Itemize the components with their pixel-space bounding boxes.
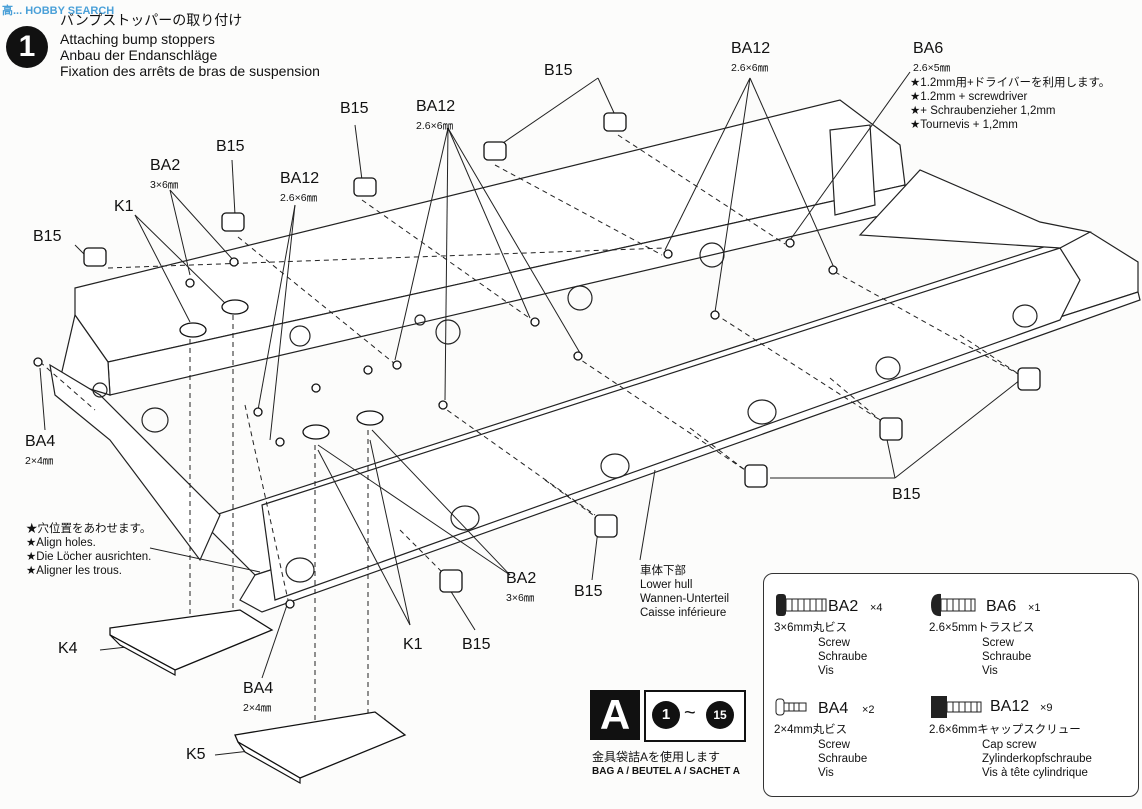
- legend-ba6-code: BA6: [986, 598, 1017, 615]
- title-en: Attaching bump stoppers: [60, 31, 215, 47]
- legend-ba4-qty: ×2: [862, 704, 875, 716]
- dim-ba12-left: 2.6×6㎜: [280, 192, 318, 204]
- legend-ba6-qty: ×1: [1028, 602, 1041, 614]
- legend-ba12-en: Cap screw: [982, 739, 1037, 751]
- lower-hull-fr: Caisse inférieure: [640, 607, 727, 619]
- bag-range-start: 1: [652, 701, 680, 729]
- label-ba2-top: BA2: [150, 157, 181, 174]
- legend-ba4-code: BA4: [818, 700, 849, 717]
- legend-ba12-de: Zylinderkopfschraube: [982, 753, 1092, 765]
- ba6-note-en: ★1.2mm + screwdriver: [910, 91, 1028, 103]
- step-number: 1: [6, 26, 48, 68]
- label-b15-right: B15: [892, 486, 921, 503]
- bag-range-end: 15: [706, 701, 734, 729]
- title-de: Anbau der Endanschläge: [60, 47, 218, 63]
- legend-ba4-fr: Vis: [818, 767, 834, 779]
- label-ba6: BA6: [913, 40, 944, 57]
- align-note-de: ★Die Löcher ausrichten.: [26, 551, 152, 563]
- bag-letter: A: [590, 690, 640, 740]
- legend-ba12-jp: 2.6×6mmキャップスクリュー: [929, 724, 1081, 736]
- screw-ba4-icon: [775, 698, 807, 716]
- label-b15-left: B15: [33, 228, 62, 245]
- label-ba12-left: BA12: [280, 170, 320, 187]
- title-fr: Fixation des arrêts de bras de suspensio…: [60, 63, 320, 79]
- legend-ba4-jp: 2×4mm丸ビス: [774, 724, 848, 736]
- ba6-note-jp: ★1.2mm用+ドライバーを利用します。: [910, 77, 1111, 89]
- label-k5: K5: [186, 746, 206, 763]
- legend-ba2-qty: ×4: [870, 602, 883, 614]
- label-b15-2: B15: [340, 100, 369, 117]
- label-ba12-mid: BA12: [416, 98, 456, 115]
- label-k1-bottom: K1: [403, 636, 423, 653]
- label-b15-bottom: B15: [462, 636, 491, 653]
- dim-ba12-top: 2.6×6㎜: [731, 62, 769, 74]
- label-k1-top: K1: [114, 198, 134, 215]
- legend-ba6-fr: Vis: [982, 665, 998, 677]
- label-ba2-bottom: BA2: [506, 570, 537, 587]
- ba6-note-de: ★+ Schraubenzieher 1,2mm: [910, 105, 1056, 117]
- screw-legend: BA2 ×4 3×6mm丸ビス Screw Schraube Vis BA6 ×…: [763, 573, 1139, 797]
- bag-range-tilde: ~: [684, 702, 696, 724]
- dim-ba4-bottom: 2×4㎜: [243, 702, 272, 714]
- title-jp: バンプストッパーの取り付け: [60, 12, 243, 28]
- legend-ba2-de: Schraube: [818, 651, 868, 663]
- legend-ba2-jp: 3×6mm丸ビス: [774, 622, 848, 634]
- dim-ba2-bottom: 3×6㎜: [506, 592, 535, 604]
- dim-ba6: 2.6×5㎜: [913, 62, 951, 74]
- align-note-en: ★Align holes.: [26, 537, 96, 549]
- align-note-fr: ★Aligner les trous.: [26, 565, 122, 577]
- dim-ba2-top: 3×6㎜: [150, 179, 179, 191]
- ba6-note-fr: ★Tournevis + 1,2mm: [910, 119, 1018, 131]
- dim-ba12-mid: 2.6×6㎜: [416, 120, 454, 132]
- label-ba4-left: BA4: [25, 433, 56, 450]
- bag-text-jp: 金具袋詰Aを使用します: [592, 750, 721, 764]
- lower-hull-de: Wannen-Unterteil: [640, 593, 730, 605]
- legend-ba2-code: BA2: [828, 598, 859, 615]
- label-ba4-bottom: BA4: [243, 680, 274, 697]
- bag-text-multi: BAG A / BEUTEL A / SACHET A: [592, 766, 740, 777]
- watermark: 高... HOBBY SEARCH: [2, 5, 115, 17]
- screw-ba2-icon: [776, 594, 827, 616]
- label-b15-top: B15: [544, 62, 573, 79]
- lower-hull-en: Lower hull: [640, 579, 693, 591]
- legend-ba12-fr: Vis à tête cylindrique: [982, 767, 1088, 779]
- lower-hull-jp: 車体下部: [640, 565, 686, 577]
- legend-ba6-jp: 2.6×5mmトラスビス: [929, 622, 1035, 634]
- label-b15-bottom2: B15: [574, 583, 603, 600]
- legend-ba2-fr: Vis: [818, 665, 834, 677]
- legend-ba12-qty: ×9: [1040, 702, 1053, 714]
- screw-ba6-icon: [931, 593, 976, 617]
- label-k4: K4: [58, 640, 78, 657]
- legend-ba4-de: Schraube: [818, 753, 868, 765]
- legend-ba12-code: BA12: [990, 698, 1030, 715]
- align-note-jp: ★穴位置をあわせます。: [26, 523, 152, 535]
- label-ba12-top: BA12: [731, 40, 771, 57]
- legend-ba6-de: Schraube: [982, 651, 1032, 663]
- dim-ba4-left: 2×4㎜: [25, 455, 54, 467]
- screw-ba12-icon: [931, 696, 982, 718]
- legend-ba6-en: Screw: [982, 637, 1014, 649]
- legend-ba4-en: Screw: [818, 739, 850, 751]
- bag-range-box: 1 ~ 15: [644, 690, 746, 742]
- label-b15-3: B15: [216, 138, 245, 155]
- legend-ba2-en: Screw: [818, 637, 850, 649]
